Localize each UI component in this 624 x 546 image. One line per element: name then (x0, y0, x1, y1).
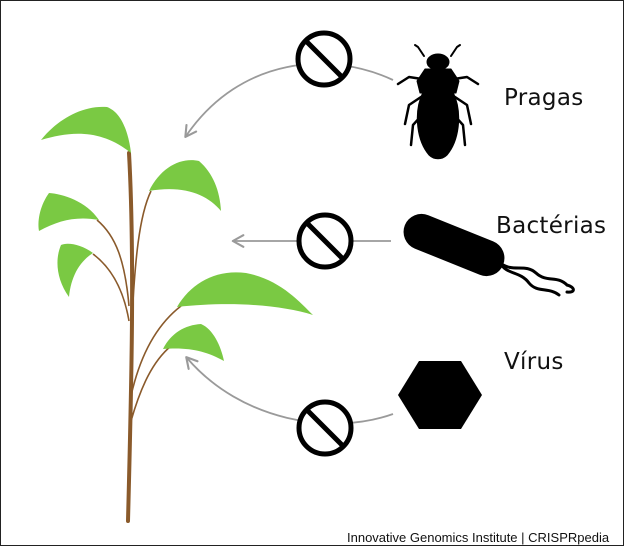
plant-branch (131, 346, 171, 421)
block-icon (298, 33, 350, 85)
block-icon (299, 215, 351, 267)
plant-branch (131, 306, 181, 396)
label-virus: Vírus (504, 349, 564, 375)
arrows (186, 64, 393, 424)
label-pests: Pragas (504, 85, 584, 111)
insect-icon (398, 45, 478, 159)
plant-leaf (38, 193, 99, 231)
plant-leaf (177, 272, 313, 315)
plant-branch (132, 191, 151, 319)
plant-leaf (149, 160, 221, 211)
block-icon (299, 402, 351, 454)
credit-text: Innovative Genomics Institute | CRISPRpe… (347, 530, 609, 545)
plant-branch (93, 254, 129, 321)
plant-leaf (57, 244, 93, 297)
plant (38, 107, 313, 521)
plant-leaf (41, 107, 131, 153)
plant-stem (128, 153, 132, 521)
label-bacteria: Bactérias (496, 213, 606, 239)
arrow-pests-to-plant (186, 64, 393, 136)
arrow-virus-to-plant (187, 358, 393, 424)
plant-branch (97, 220, 129, 306)
plant-leaf (163, 324, 224, 361)
virus-hexagon-icon (398, 361, 482, 429)
